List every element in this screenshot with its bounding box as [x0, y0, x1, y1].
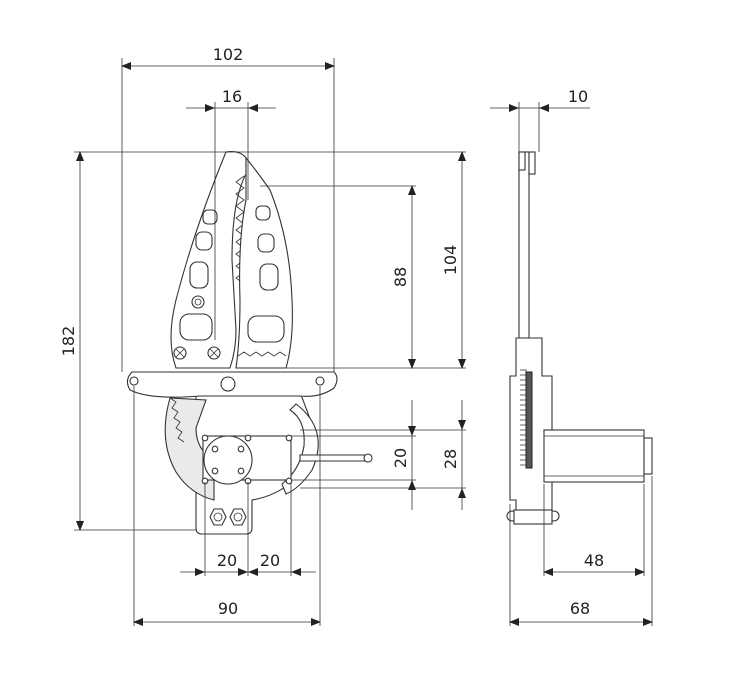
gear-teeth [169, 397, 185, 443]
dim-total-depth-label: 68 [570, 599, 590, 618]
mount-hole [211, 445, 219, 453]
linkage-rod [299, 454, 369, 462]
left-jaw-holes [179, 209, 218, 341]
side-view [506, 151, 653, 525]
right-jaw [235, 156, 293, 369]
hex-nut-right [229, 508, 247, 526]
mount-hole [244, 434, 252, 442]
mount-hole [237, 445, 245, 453]
servo-flange [203, 435, 253, 485]
rack-strip [237, 351, 287, 357]
mount-hole [237, 467, 245, 475]
beam-hole-right [315, 376, 325, 386]
side-base [513, 509, 553, 525]
mount-hole [285, 477, 293, 485]
dim-bracket-width-label: 90 [218, 599, 238, 618]
dim-tip-width-label: 16 [222, 87, 242, 106]
side-servo [543, 429, 645, 483]
hex-nut-left [209, 508, 227, 526]
left-jaw-serrations [235, 175, 245, 285]
dim-jaw-length-label: 88 [391, 267, 410, 287]
dim-hole-spacing-left-label: 20 [217, 551, 237, 570]
beam-hole-center [220, 376, 236, 392]
side-tab-small [518, 151, 526, 171]
side-finger-tab [528, 151, 536, 175]
right-jaw-holes [247, 205, 285, 343]
side-servo-cap [643, 437, 653, 475]
dim-mount-inner-label: 20 [391, 448, 410, 468]
dim-motor-length-label: 48 [584, 551, 604, 570]
dimensions: 102 16 182 88 104 20 28 [59, 45, 653, 626]
dim-thickness-label: 10 [568, 87, 588, 106]
gear-sector [164, 397, 215, 501]
dim-overall-height-label: 182 [59, 326, 78, 357]
side-gear-dark [525, 371, 533, 469]
dim-overall-width-label: 102 [213, 45, 244, 64]
rod-end [363, 453, 373, 463]
dim-mount-outer-label: 28 [441, 449, 460, 469]
dim-jaw-height-label: 104 [441, 245, 460, 276]
mount-hole [201, 434, 209, 442]
mount-hole [285, 434, 293, 442]
dim-hole-spacing-right-label: 20 [260, 551, 280, 570]
beam-hole-left [129, 376, 139, 386]
mount-hole [211, 467, 219, 475]
front-view [126, 151, 373, 535]
jaw-screw-right [207, 346, 221, 360]
jaw-screw-left [173, 346, 187, 360]
side-finger [518, 151, 530, 339]
